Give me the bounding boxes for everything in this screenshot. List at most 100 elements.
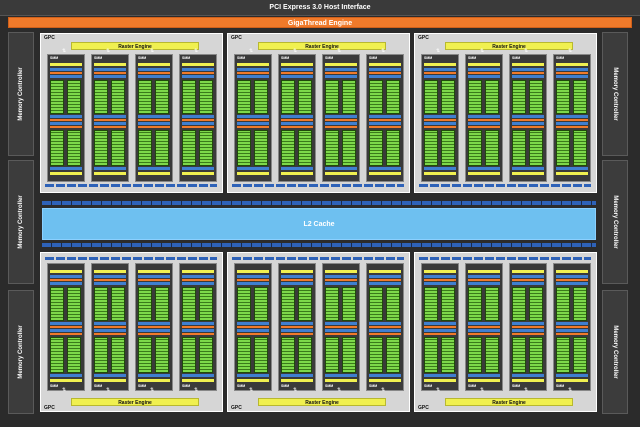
cuda-core-array xyxy=(298,287,312,321)
smm-sched-block xyxy=(325,126,357,128)
smm-cache-block xyxy=(94,172,126,175)
cuda-core-array xyxy=(94,130,108,166)
smm-unit-block xyxy=(138,329,170,332)
cuda-core-array xyxy=(485,337,499,373)
smm-unit-block xyxy=(281,329,313,332)
smm-cache-block xyxy=(512,63,544,66)
smm-unit-block xyxy=(281,167,313,170)
cuda-core-array xyxy=(155,337,169,373)
smm: SMM⇅ xyxy=(366,49,404,182)
smm: SMM⇅ xyxy=(179,49,217,182)
gpc-polymorph-strip xyxy=(419,184,591,187)
smm-sched-block xyxy=(237,126,269,128)
smm-cache-block xyxy=(237,270,269,273)
smm-sched-block xyxy=(281,333,313,335)
smm-unit-block xyxy=(556,282,588,285)
smm-unit-block xyxy=(182,68,214,71)
smm-sched-block xyxy=(237,119,269,121)
cuda-core-array xyxy=(281,337,295,373)
smm-unit-block xyxy=(281,75,313,78)
cuda-core-array xyxy=(50,130,64,166)
cuda-core-array xyxy=(369,337,383,373)
cuda-core-array xyxy=(424,80,438,114)
cuda-core-array xyxy=(138,337,152,373)
smm-sched-block xyxy=(325,72,357,74)
smm-unit-block xyxy=(94,75,126,78)
smm-unit-block xyxy=(468,329,500,332)
cuda-core-array xyxy=(468,337,482,373)
smm: SMM⇅ xyxy=(234,49,272,182)
smm-cache-block xyxy=(281,270,313,273)
smm-unit-block xyxy=(556,322,588,325)
smm-sched-block xyxy=(237,72,269,74)
smm-cache-block xyxy=(424,172,456,175)
smm-unit-block xyxy=(50,75,82,78)
smm-unit-block xyxy=(50,68,82,71)
smm-sched-block xyxy=(182,326,214,328)
smm-unit-block xyxy=(468,68,500,71)
gpc-polymorph-strip xyxy=(232,257,404,260)
smm-unit-block xyxy=(182,374,214,377)
cuda-core-array xyxy=(342,337,356,373)
cuda-core-array xyxy=(342,80,356,114)
smm-unit-block xyxy=(556,167,588,170)
smm-cache-block xyxy=(281,63,313,66)
raster-engine: Raster Engine xyxy=(445,42,573,50)
smm-unit-block xyxy=(424,75,456,78)
pcie-host-interface: PCI Express 3.0 Host Interface xyxy=(0,0,640,16)
smm-label: SMM xyxy=(424,56,433,60)
smm-unit-block xyxy=(237,275,269,278)
smm-unit-block xyxy=(556,329,588,332)
smm-unit-block xyxy=(325,75,357,78)
smm-unit-block xyxy=(325,329,357,332)
smm-sched-block xyxy=(369,333,401,335)
smm-label: SMM xyxy=(281,384,290,388)
smm-unit-block xyxy=(237,374,269,377)
cuda-core-array xyxy=(298,80,312,114)
gpc-polymorph-strip xyxy=(419,257,591,260)
smm-sched-block xyxy=(50,279,82,281)
smm-label: SMM xyxy=(468,384,477,388)
smm-unit-block xyxy=(325,115,357,118)
cuda-core-array xyxy=(199,130,213,166)
smm-label: SMM xyxy=(281,56,290,60)
cuda-core-array xyxy=(138,80,152,114)
cuda-core-array xyxy=(111,130,125,166)
smm-cache-block xyxy=(138,379,170,382)
smm-sched-block xyxy=(325,326,357,328)
smm-cache-block xyxy=(369,379,401,382)
cuda-core-array xyxy=(556,337,570,373)
smm-sched-block xyxy=(94,279,126,281)
cuda-core-array xyxy=(468,130,482,166)
smm-sched-block xyxy=(281,72,313,74)
memory-controller-6: Memory Controller xyxy=(602,290,628,414)
smm: SMM⇅ xyxy=(465,263,503,393)
raster-engine: Raster Engine xyxy=(445,398,573,406)
smm-cache-block xyxy=(138,63,170,66)
smm-sched-block xyxy=(424,279,456,281)
smm-label: SMM xyxy=(138,384,147,388)
cuda-core-array xyxy=(138,130,152,166)
smm-unit-block xyxy=(138,322,170,325)
cuda-core-array xyxy=(237,80,251,114)
smm-cache-block xyxy=(369,172,401,175)
memory-controller-2: Memory Controller xyxy=(8,160,34,284)
smm-sched-block xyxy=(512,326,544,328)
smm-cache-block xyxy=(424,379,456,382)
smm: SMM⇅ xyxy=(234,263,272,393)
smm-unit-block xyxy=(138,275,170,278)
cuda-core-array xyxy=(386,287,400,321)
smm-sched-block xyxy=(325,279,357,281)
cuda-core-array xyxy=(424,337,438,373)
cuda-core-array xyxy=(529,287,543,321)
smm-sched-block xyxy=(281,126,313,128)
cuda-core-array xyxy=(199,287,213,321)
cuda-core-array xyxy=(529,130,543,166)
smm-unit-block xyxy=(281,68,313,71)
data-flow-arrow-icon: ⇅ xyxy=(524,48,529,54)
data-flow-arrow-icon: ⇅ xyxy=(381,387,386,393)
data-flow-arrow-icon: ⇅ xyxy=(480,48,485,54)
smm-sched-block xyxy=(94,326,126,328)
data-flow-arrow-icon: ⇅ xyxy=(568,387,573,393)
